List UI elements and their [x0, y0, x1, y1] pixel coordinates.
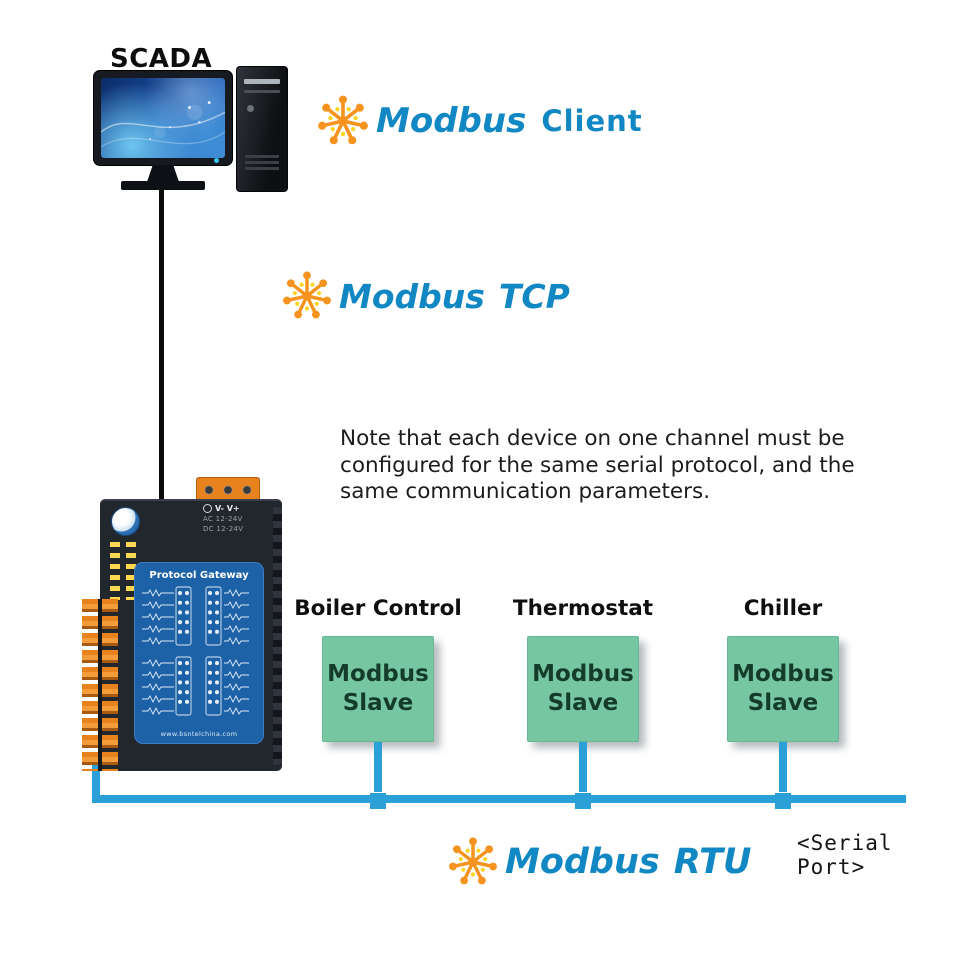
slave-line1: Modbus: [327, 661, 429, 687]
slave-box: Modbus Slave: [527, 636, 639, 742]
power-rating-line1: AC 12-24V: [203, 515, 243, 523]
serial-bus-riser: [92, 757, 100, 803]
terminal-voltage-label: V- V+: [215, 504, 240, 513]
slave-drop-line: [779, 742, 787, 792]
slave-box: Modbus Slave: [727, 636, 839, 742]
note-line: same communication parameters.: [340, 479, 711, 504]
tower-drive-slot: [244, 79, 280, 84]
led-indicators: [110, 542, 136, 600]
tower-drive-slot2: [244, 90, 280, 93]
modbus-rtu-logo: Modbus RTU: [447, 836, 751, 888]
gateway-power-labels: V- V+ AC 12-24V DC 12-24V: [203, 504, 243, 533]
tower-vent: [245, 155, 279, 173]
monitor-neck: [147, 165, 179, 182]
slave-line2: Slave: [547, 690, 619, 716]
modbus-wordmark: Modbus: [505, 842, 660, 882]
note-line: Note that each device on one channel mus…: [340, 426, 845, 451]
gateway-panel-title: Protocol Gateway: [149, 570, 249, 581]
slave-title: Thermostat: [512, 596, 654, 621]
serial-port-label: <Serial Port>: [797, 831, 893, 879]
tower-power-button-icon: [247, 105, 254, 112]
power-rating-line2: DC 12-24V: [203, 525, 244, 533]
client-label: Client: [541, 104, 643, 138]
slave-drop-line: [579, 742, 587, 792]
gateway-brand-logo: [111, 507, 140, 536]
slave-title: Boiler Control: [294, 596, 462, 621]
modbus-icon: [283, 271, 331, 319]
slave-line1: Modbus: [732, 661, 834, 687]
io-terminal-blocks-icon: [82, 599, 118, 771]
modbus-wordmark: Modbus: [339, 276, 485, 316]
note-text: Note that each device on one channel mus…: [340, 426, 855, 506]
slave-group-thermostat: Thermostat Modbus Slave: [513, 596, 653, 811]
terminal-voltage-row: V- V+: [203, 504, 243, 513]
slave-line2: Slave: [342, 690, 414, 716]
pc-tower-icon: [236, 66, 288, 192]
slave-title: Chiller: [743, 596, 823, 621]
monitor-stand: [121, 181, 205, 190]
slave-group-boiler: Boiler Control Modbus Slave: [294, 596, 462, 811]
modbus-tcp-logo: Modbus TCP: [281, 270, 570, 322]
bus-junction: [775, 793, 791, 809]
rtu-label: RTU: [673, 842, 752, 882]
slave-drop-line: [374, 742, 382, 792]
monitor-power-led-icon: [214, 158, 219, 163]
slave-group-chiller: Chiller Modbus Slave: [727, 596, 839, 811]
tcp-label: TCP: [498, 276, 570, 316]
power-symbol-icon: [203, 504, 212, 513]
scada-label: SCADA: [110, 44, 213, 74]
modbus-wordmark: Modbus: [376, 101, 527, 141]
slave-box: Modbus Slave: [322, 636, 434, 742]
modbus-client-logo: Modbus Client: [316, 94, 643, 148]
wiring-diagram-icon: [142, 586, 249, 716]
bus-junction: [370, 793, 386, 809]
gateway-front-panel: Protocol Gateway www.bsntelchina.com: [134, 562, 264, 744]
ethernet-cable-line: [159, 185, 164, 503]
note-line: configured for the same serial protocol,…: [340, 452, 855, 478]
modbus-icon: [449, 837, 497, 885]
gateway-website: www.bsntelchina.com: [160, 730, 238, 738]
modbus-icon: [318, 95, 368, 145]
slave-line2: Slave: [747, 690, 819, 716]
monitor-icon: [93, 70, 233, 166]
wallpaper-graphic: [101, 101, 225, 148]
slave-line1: Modbus: [532, 661, 634, 687]
serial-bus-line: [92, 795, 906, 803]
monitor-screen: [101, 78, 225, 158]
bus-junction: [575, 793, 591, 809]
